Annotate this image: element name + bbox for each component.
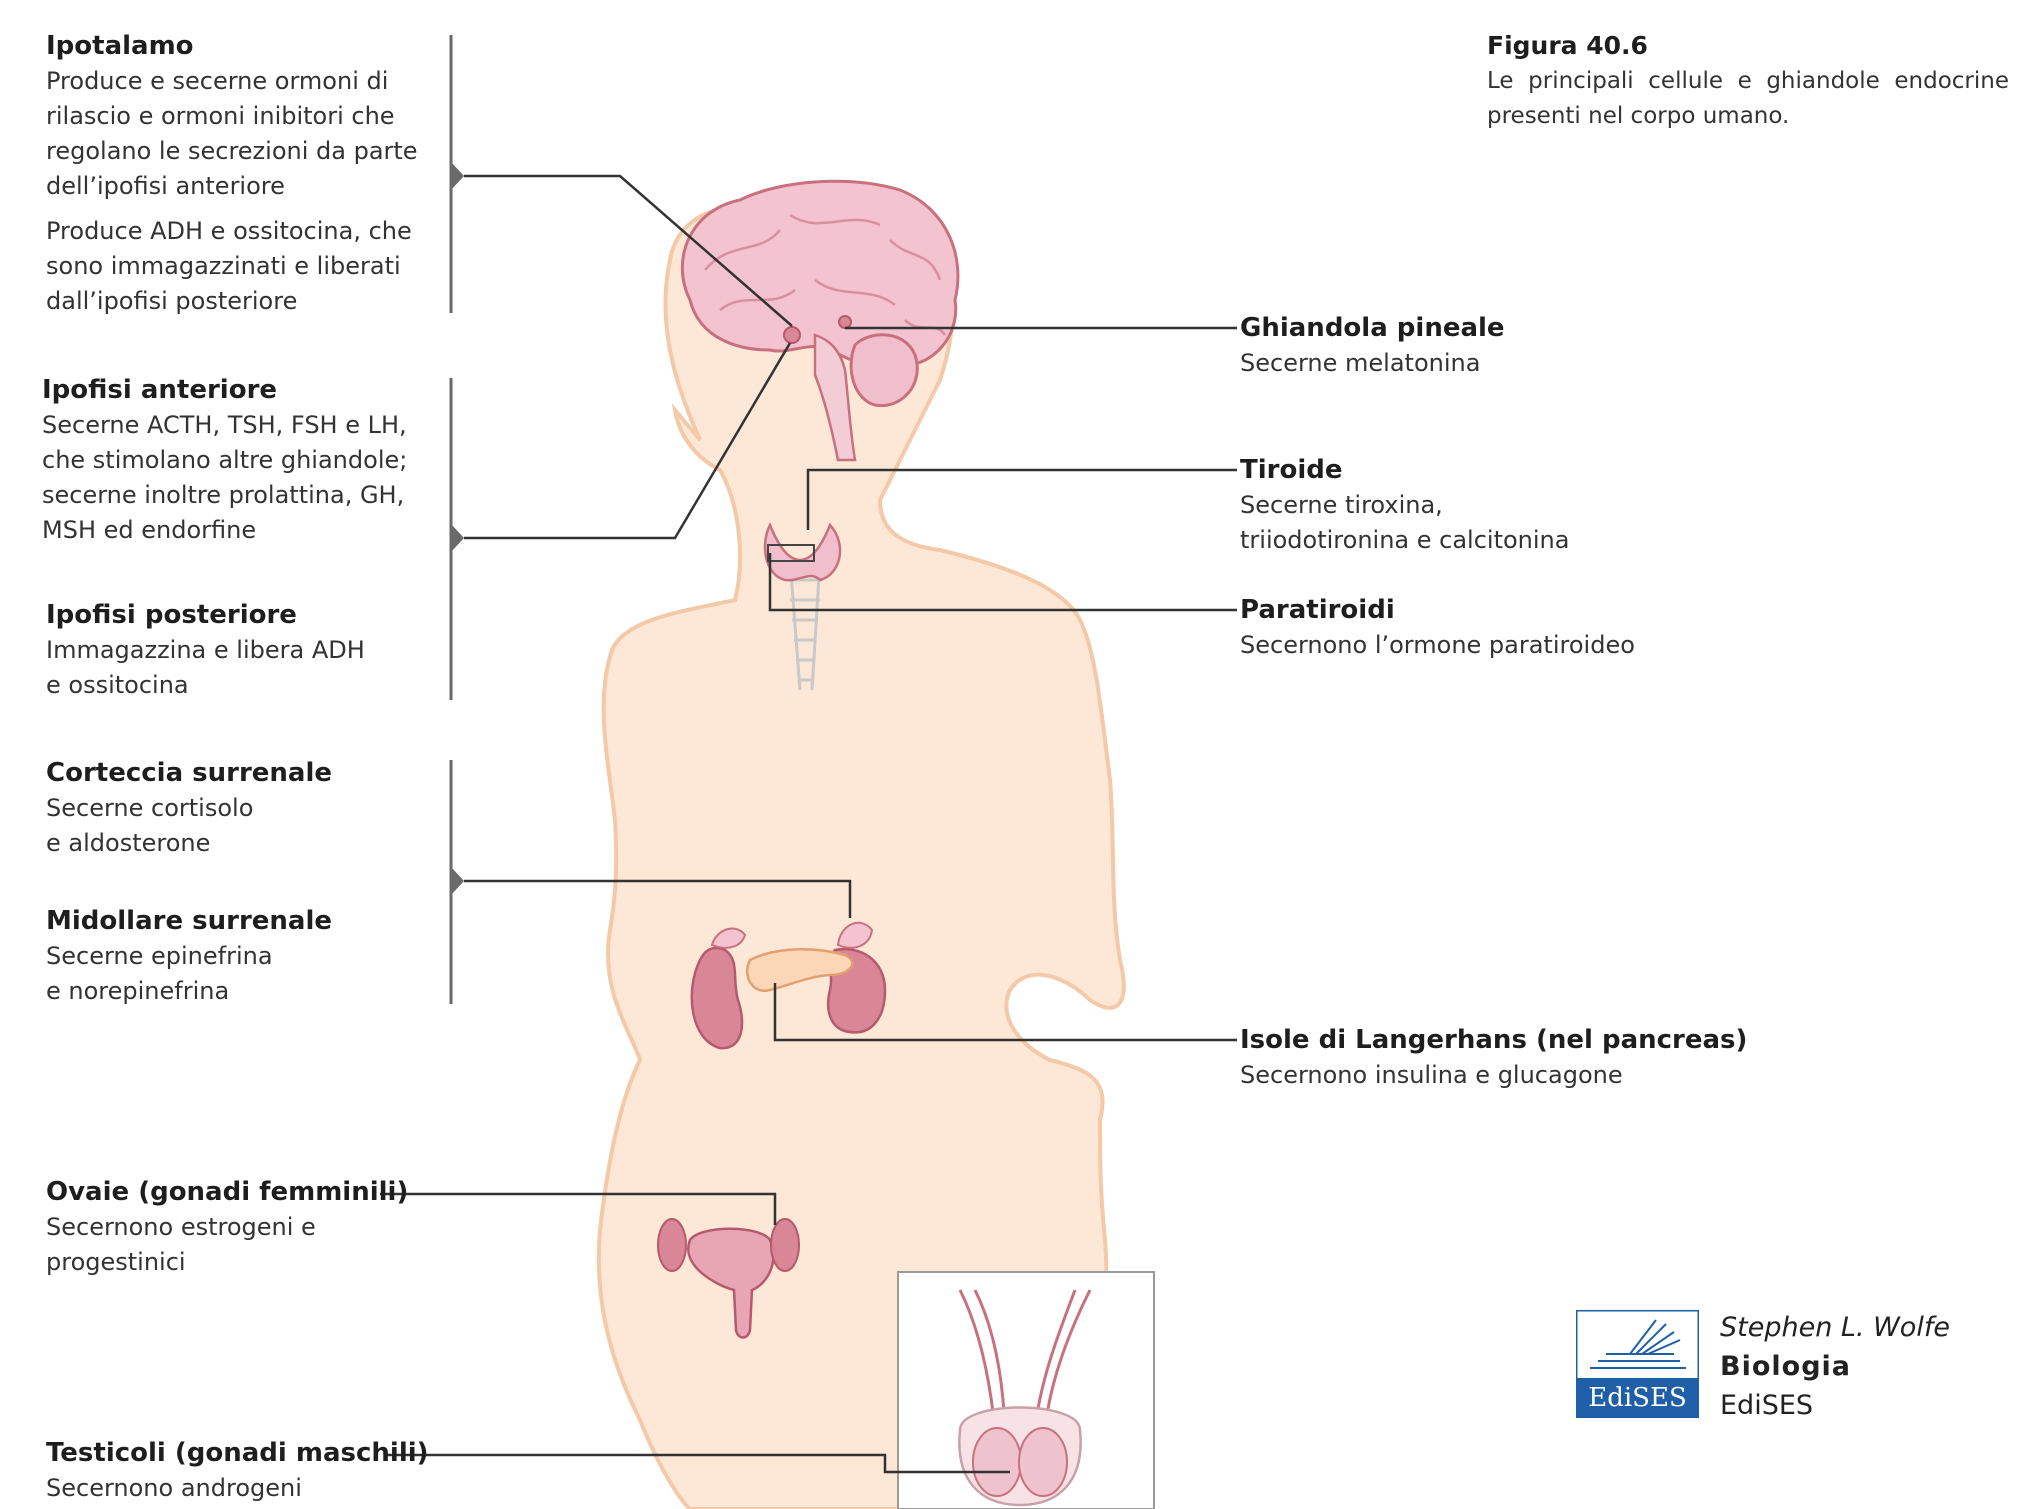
label-title: Corteccia surrenale [46, 758, 333, 788]
brainstem [813, 333, 857, 462]
pancreas [745, 948, 854, 993]
brain [680, 179, 960, 370]
left-kidney [690, 946, 744, 1050]
label-tiroide: Tiroide Secerne tiroxina, triiodotironin… [1240, 452, 1800, 558]
credit-book-title: Biologia [1720, 1351, 1851, 1382]
leader-ipotalamo [464, 174, 793, 327]
book-credits: Stephen L. Wolfe Biologia EdiSES [1720, 1308, 1950, 1425]
label-description: Secerne cortisolo e aldosterone [46, 794, 254, 857]
label-title: Midollare surrenale [46, 906, 332, 936]
edises-logo [1576, 1310, 1699, 1418]
credit-publisher: EdiSES [1720, 1390, 1814, 1421]
thyroid-gland [763, 521, 842, 582]
leader-ovaie [380, 1192, 777, 1225]
logo-text: EdiSES [1588, 1383, 1687, 1413]
label-description: Secernono androgeni [46, 1474, 302, 1502]
leader-paratiroidi [768, 553, 1237, 612]
right-adrenal [836, 921, 874, 949]
pineal-gland [838, 315, 852, 329]
book-lines-icon [1590, 1319, 1686, 1369]
label-title: Tiroide [1240, 455, 1343, 485]
right-ovary [770, 1218, 800, 1272]
label-corteccia-surrenale: Corteccia surrenale Secerne cortisolo e … [46, 755, 446, 861]
label-ovaie: Ovaie (gonadi femminili) Secernono estro… [46, 1174, 446, 1280]
leader-surrenali [464, 879, 852, 918]
label-title: Ipotalamo [46, 31, 194, 61]
brain-folds [704, 213, 947, 336]
label-description: Secernono l’ormone paratiroideo [1240, 631, 1635, 659]
label-title: Testicoli (gonadi maschili) [46, 1438, 429, 1468]
credit-author: Stephen L. Wolfe [1720, 1312, 1950, 1343]
left-brackets [449, 35, 464, 1004]
left-ovary [657, 1218, 687, 1272]
uterus [687, 1227, 775, 1339]
label-description: Secernono insulina e glucagone [1240, 1061, 1623, 1089]
label-title: Ovaie (gonadi femminili) [46, 1177, 409, 1207]
left-testis [972, 1427, 1022, 1497]
label-title: Paratiroidi [1240, 595, 1395, 625]
label-description: Secerne epinefrina e norepinefrina [46, 942, 273, 1005]
label-description: Secerne ACTH, TSH, FSH e LH, che stimola… [42, 411, 408, 544]
pituitary-gland [783, 326, 801, 344]
left-adrenal [710, 927, 747, 949]
label-ipofisi-anteriore: Ipofisi anteriore Secerne ACTH, TSH, FSH… [42, 372, 442, 548]
leader-lines [380, 174, 1237, 1474]
label-description: Secerne tiroxina, triiodotironina e calc… [1240, 491, 1570, 554]
label-description: Secernono estrogeni e progestinici [46, 1213, 316, 1276]
label-ipotalamo: Ipotalamo Produce e secerne ormoni di ri… [46, 28, 446, 319]
leader-tiroide [806, 468, 1237, 530]
leader-testicoli [387, 1453, 1010, 1474]
label-midollare-surrenale: Midollare surrenale Secerne epinefrina e… [46, 903, 446, 1009]
figure-number: Figura 40.6 [1487, 31, 1648, 60]
label-description: Secerne melatonina [1240, 349, 1481, 377]
leader-ipofisi [464, 342, 792, 540]
label-paratiroidi: Paratiroidi Secernono l’ormone paratiroi… [1240, 592, 1800, 663]
testes-ducts [958, 1289, 1092, 1431]
label-isole-langerhans: Isole di Langerhans (nel pancreas) Secer… [1240, 1022, 1840, 1093]
label-description: Produce ADH e ossitocina, che sono immag… [46, 217, 412, 315]
label-title: Ghiandola pineale [1240, 313, 1505, 343]
label-description: Produce e secerne ormoni di rilascio e o… [46, 67, 418, 200]
label-testicoli: Testicoli (gonadi maschili) Secernono an… [46, 1435, 446, 1506]
leader-langerhans [773, 983, 1237, 1042]
label-ipofisi-posteriore: Ipofisi posteriore Immagazzina e libera … [46, 597, 446, 703]
label-title: Ipofisi anteriore [42, 375, 278, 405]
figure-caption-text: Le principali cellule e ghiandole endocr… [1487, 68, 2009, 129]
parathyroid-marker [767, 544, 815, 562]
label-title: Ipofisi posteriore [46, 600, 297, 630]
label-description: Immagazzina e libera ADH e ossitocina [46, 636, 365, 699]
label-title: Isole di Langerhans (nel pancreas) [1240, 1025, 1748, 1055]
cerebellum [849, 333, 919, 408]
right-testis [1018, 1427, 1068, 1497]
figure-caption: Figura 40.6 Le principali cellule e ghia… [1487, 28, 2009, 134]
label-ghiandola-pineale: Ghiandola pineale Secerne melatonina [1240, 310, 1800, 381]
trachea [788, 559, 822, 691]
